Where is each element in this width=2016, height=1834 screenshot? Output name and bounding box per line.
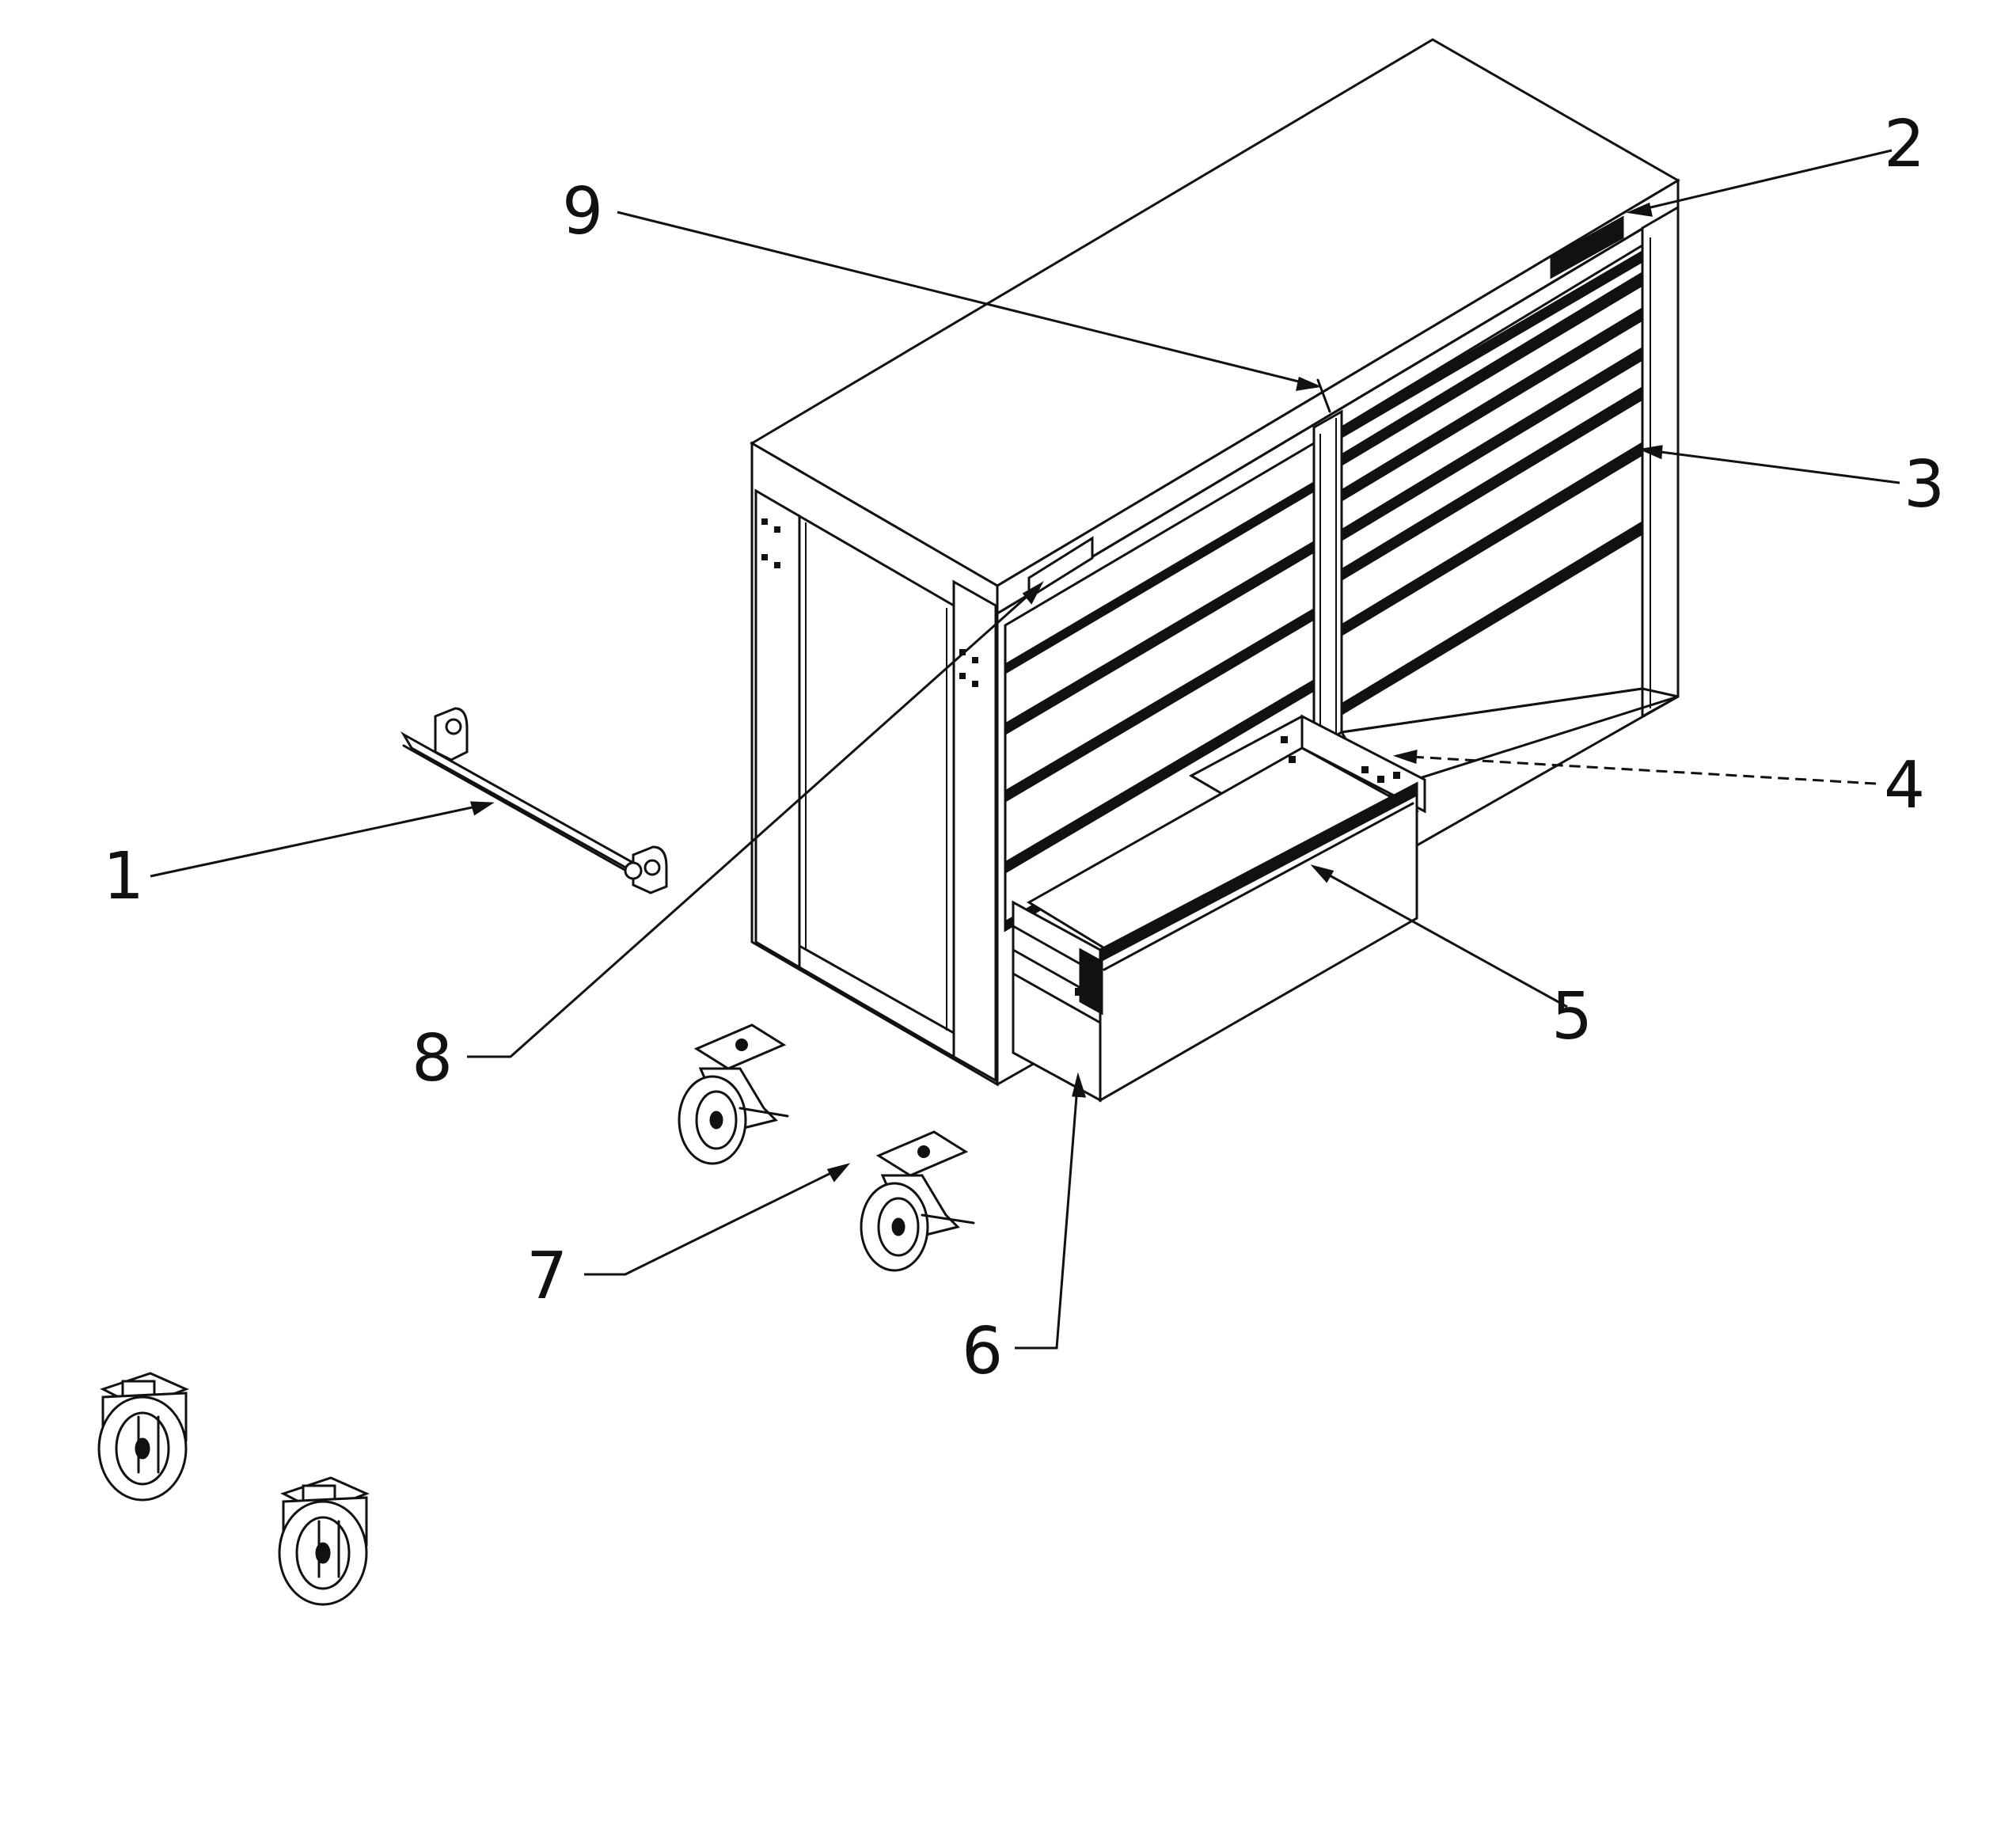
swivel-caster-with-brake-1: [678, 1023, 789, 1165]
callout-5: 5: [1551, 979, 1593, 1054]
callout-2: 2: [1884, 107, 1925, 182]
open-drawer: [1012, 714, 1426, 1103]
callout-1: 1: [103, 839, 144, 914]
end-frame-holes: [761, 518, 978, 687]
callout-9: 9: [562, 174, 603, 249]
rigid-caster-1: [97, 1372, 189, 1502]
rigid-caster-2: [278, 1476, 370, 1606]
callout-7: 7: [526, 1239, 568, 1314]
drawer-handle: [400, 707, 668, 894]
callout-6: 6: [962, 1314, 1003, 1389]
callout-labels: 1 2 3 4 5 6 7 8 9: [103, 107, 1945, 1389]
callout-8: 8: [412, 1021, 453, 1096]
right-drawer-bank: [1340, 243, 1680, 793]
callout-4: 4: [1884, 748, 1925, 823]
callout-3: 3: [1904, 447, 1945, 522]
swivel-caster-with-brake-2: [860, 1130, 975, 1272]
leader-lines: [150, 149, 1900, 1350]
